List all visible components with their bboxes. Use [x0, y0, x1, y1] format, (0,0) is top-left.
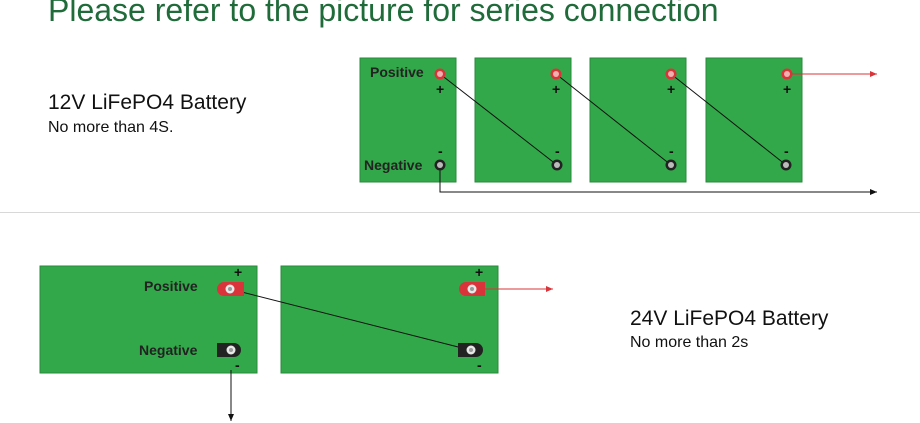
section-divider: [0, 212, 920, 213]
plus-sign: +: [234, 264, 242, 280]
negative-label: Negative: [364, 157, 423, 173]
negative-terminal: [458, 343, 483, 357]
negative-terminal: [665, 159, 677, 171]
positive-terminal: [550, 68, 562, 80]
plus-sign: +: [436, 81, 444, 97]
series-wire-1-2: [439, 73, 558, 166]
minus-sign: -: [477, 357, 482, 373]
battery-12v-note: No more than 4S.: [48, 119, 174, 136]
positive-label: Positive: [370, 64, 424, 80]
plus-sign: +: [783, 81, 791, 97]
negative-output-wire: [439, 165, 877, 195]
plus-sign: +: [667, 81, 675, 97]
minus-sign: -: [669, 143, 674, 159]
positive-terminal: [217, 282, 244, 296]
page-title: Please refer to the picture for series c…: [48, 0, 719, 28]
battery-12v-group: Positive Negative: [359, 57, 877, 195]
positive-terminal: [665, 68, 677, 80]
minus-sign: -: [438, 143, 443, 159]
positive-terminal: [459, 282, 485, 296]
negative-terminal: [217, 343, 241, 357]
negative-terminal: [434, 159, 446, 171]
positive-terminal: [434, 68, 446, 80]
negative-terminal: [551, 159, 563, 171]
minus-sign: -: [784, 143, 789, 159]
series-wire-1-2: [229, 288, 471, 351]
battery-24v-group: Positive Negative + - + -: [39, 264, 553, 421]
minus-sign: -: [235, 357, 240, 373]
negative-label: Negative: [139, 342, 198, 358]
series-wire-2-3: [555, 73, 672, 166]
battery-12v-heading: 12V LiFePO4 Battery: [48, 91, 247, 114]
battery-24v-heading: 24V LiFePO4 Battery: [630, 307, 829, 330]
positive-label: Positive: [144, 278, 198, 294]
positive-terminal: [781, 68, 793, 80]
battery-24v-note: No more than 2s: [630, 334, 749, 351]
minus-sign: -: [555, 143, 560, 159]
plus-sign: +: [552, 81, 560, 97]
negative-terminal: [780, 159, 792, 171]
series-wire-3-4: [670, 73, 787, 166]
plus-sign: +: [475, 264, 483, 280]
